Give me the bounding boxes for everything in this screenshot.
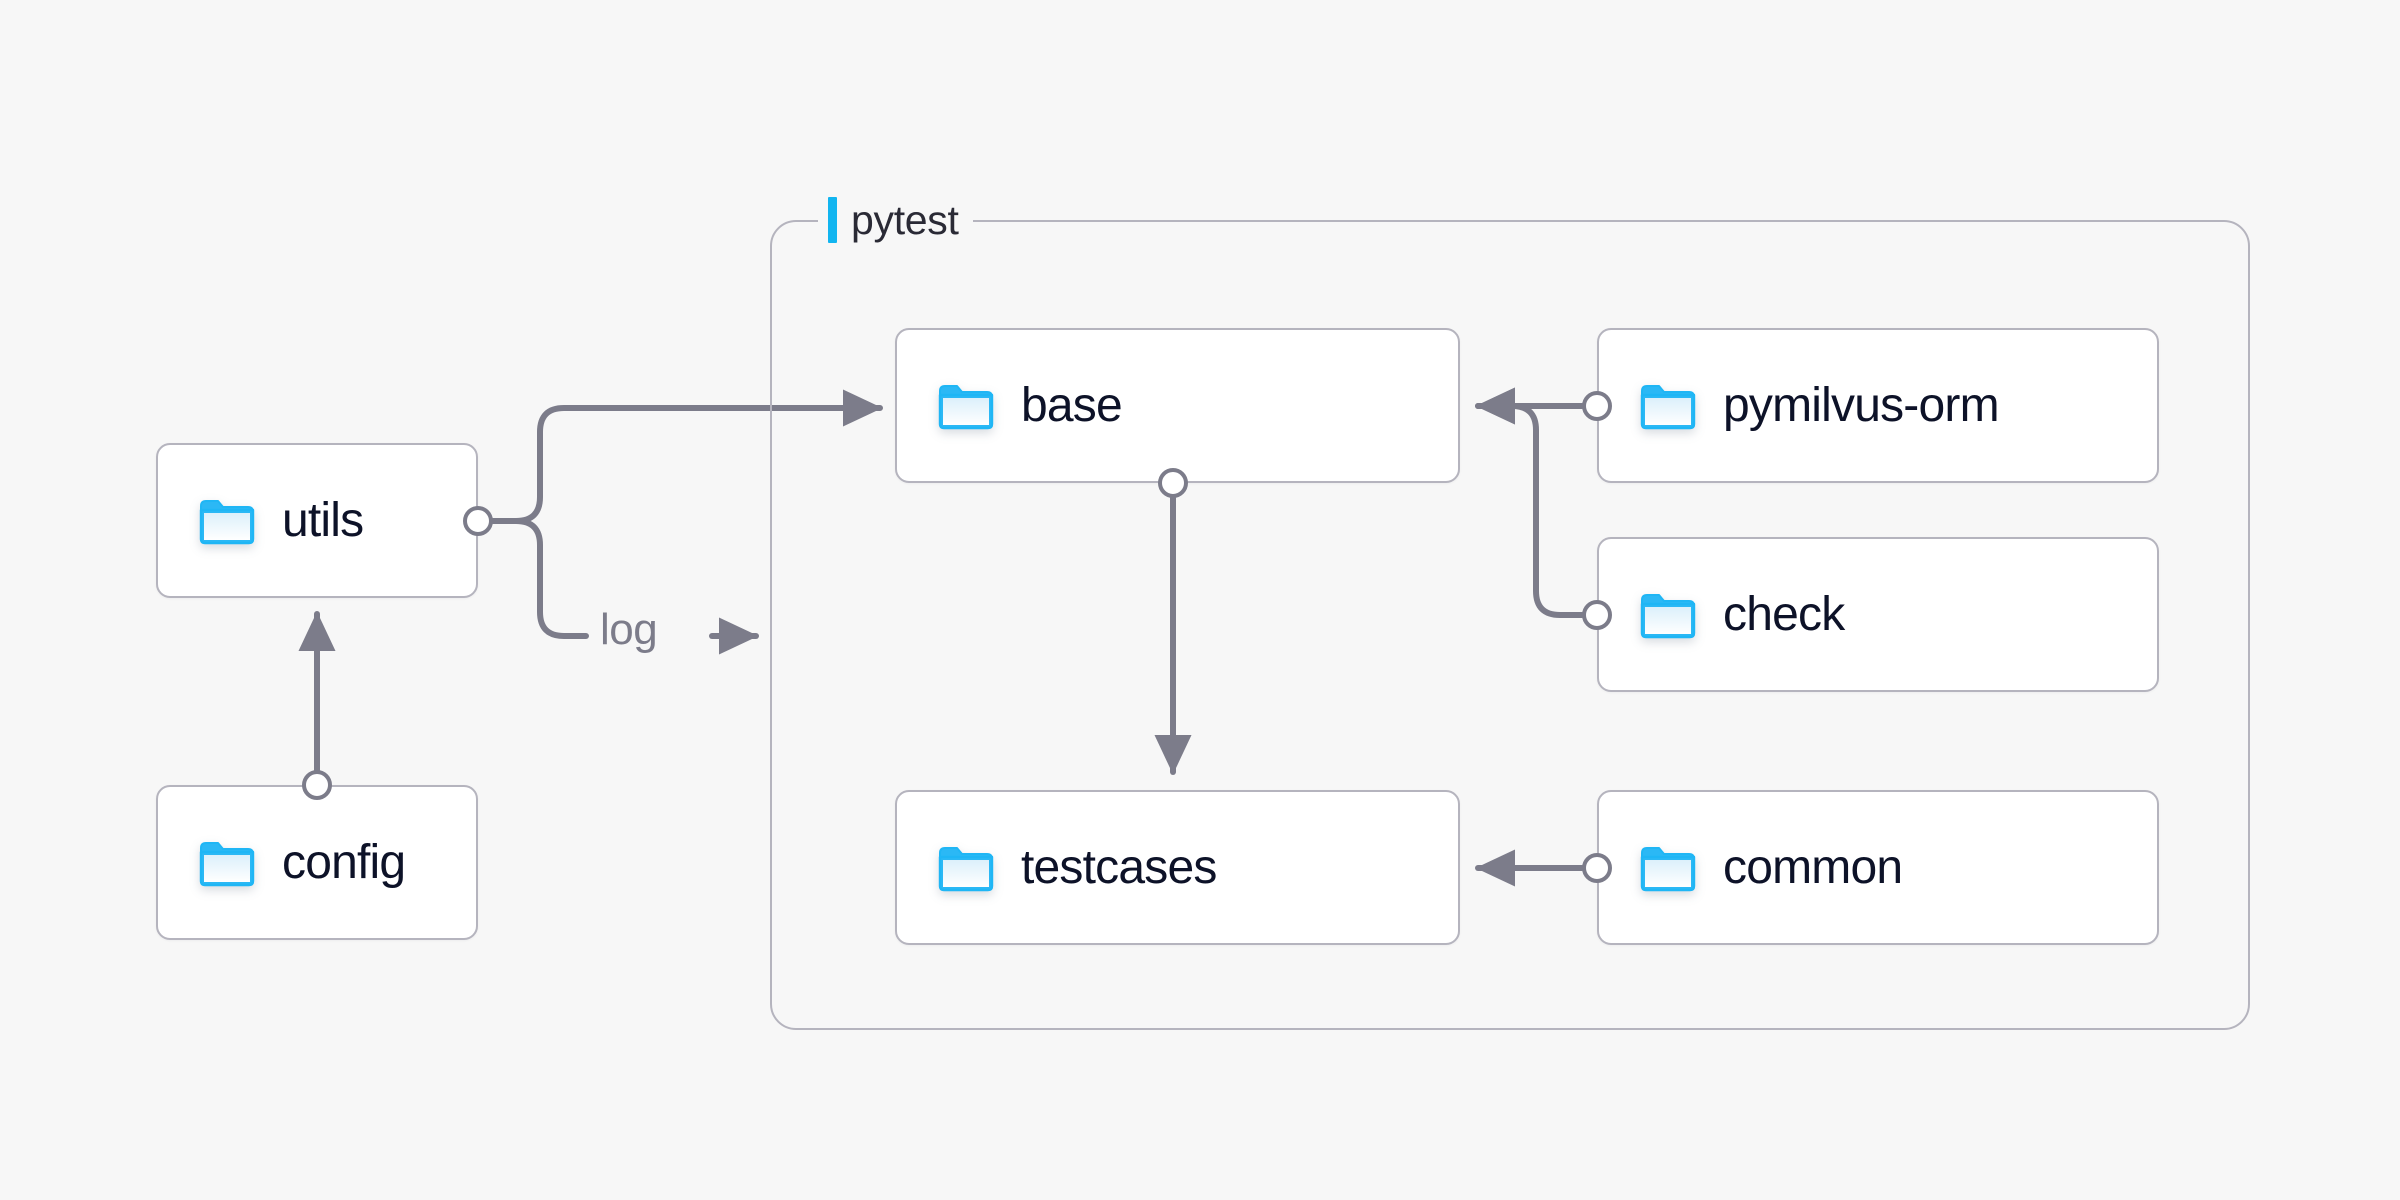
node-common[interactable]: common xyxy=(1597,790,2159,945)
node-pymilvus-orm[interactable]: pymilvus-orm xyxy=(1597,328,2159,483)
port-check-left[interactable] xyxy=(1582,600,1612,630)
node-label-check: check xyxy=(1723,588,1845,641)
node-label-base: base xyxy=(1021,379,1123,432)
port-utils-right[interactable] xyxy=(463,506,493,536)
port-base-bottom[interactable] xyxy=(1158,468,1188,498)
node-testcases-content: testcases xyxy=(897,840,1217,895)
node-label-pymilvus-orm: pymilvus-orm xyxy=(1723,379,2000,432)
node-label-common: common xyxy=(1723,841,1903,894)
node-config-content: config xyxy=(158,835,406,890)
group-accent-bar xyxy=(828,197,837,243)
node-pymilvus-orm-content: pymilvus-orm xyxy=(1599,378,2000,433)
node-check-content: check xyxy=(1599,587,1845,642)
edge-label-log: log xyxy=(600,605,658,654)
node-label-testcases: testcases xyxy=(1021,841,1217,894)
group-label-pytest: pytest xyxy=(818,195,973,245)
node-config[interactable]: config xyxy=(156,785,478,940)
node-common-content: common xyxy=(1599,840,1903,895)
group-container-pytest[interactable] xyxy=(770,220,2250,1030)
folder-icon xyxy=(1640,846,1696,891)
port-config-top[interactable] xyxy=(302,770,332,800)
node-base-content: base xyxy=(897,378,1123,433)
edge-utils-log xyxy=(513,518,589,639)
node-check[interactable]: check xyxy=(1597,537,2159,692)
folder-icon xyxy=(199,499,255,544)
group-label-text: pytest xyxy=(851,197,959,243)
node-utils-content: utils xyxy=(158,493,364,548)
node-testcases[interactable]: testcases xyxy=(895,790,1460,945)
folder-icon xyxy=(938,846,994,891)
folder-icon xyxy=(1640,593,1696,638)
node-base[interactable]: base xyxy=(895,328,1460,483)
node-utils[interactable]: utils xyxy=(156,443,478,598)
port-pymilvus-orm-left[interactable] xyxy=(1582,391,1612,421)
folder-icon xyxy=(199,841,255,886)
folder-icon xyxy=(1640,384,1696,429)
port-common-left[interactable] xyxy=(1582,853,1612,883)
folder-icon xyxy=(938,384,994,429)
node-label-utils: utils xyxy=(282,494,364,547)
node-label-config: config xyxy=(282,836,406,889)
